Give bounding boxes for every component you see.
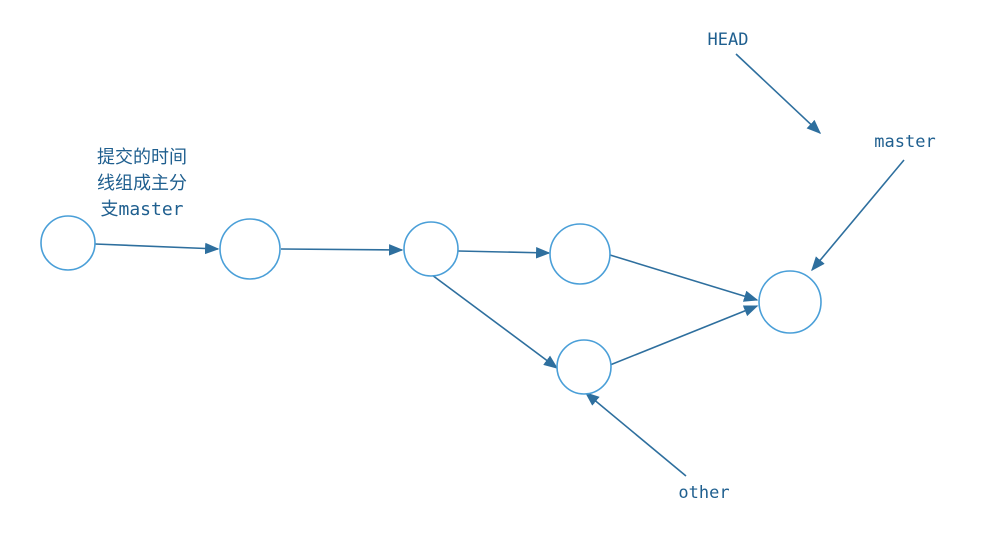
note-line-3-prefix: 支 — [100, 199, 118, 220]
edge-c5-c6 — [609, 305, 759, 366]
note-line-3-suffix: master — [118, 199, 183, 220]
master-pointer-arrow — [811, 159, 905, 272]
note-line-3: 支master — [100, 199, 183, 220]
edge-c3-c5 — [431, 274, 559, 369]
commit-node-1 — [40, 215, 96, 271]
edge-c1-c2 — [94, 242, 220, 255]
edge-c4-c6 — [609, 254, 759, 302]
other-label: other — [678, 483, 729, 503]
note-line-2: 线组成主分 — [97, 173, 187, 194]
head-label: HEAD — [708, 30, 749, 50]
commit-node-5 — [556, 339, 612, 395]
commit-node-6 — [758, 270, 822, 334]
master-label: master — [874, 132, 935, 152]
commit-node-3 — [403, 221, 459, 277]
edge-c3-c4 — [457, 246, 551, 259]
other-pointer-arrow — [584, 392, 687, 477]
head-pointer-arrow — [735, 53, 822, 134]
edge-c2-c3 — [280, 244, 404, 256]
commit-node-4 — [549, 223, 611, 285]
note-line-1: 提交的时间 — [97, 147, 187, 168]
commit-node-2 — [219, 218, 281, 280]
